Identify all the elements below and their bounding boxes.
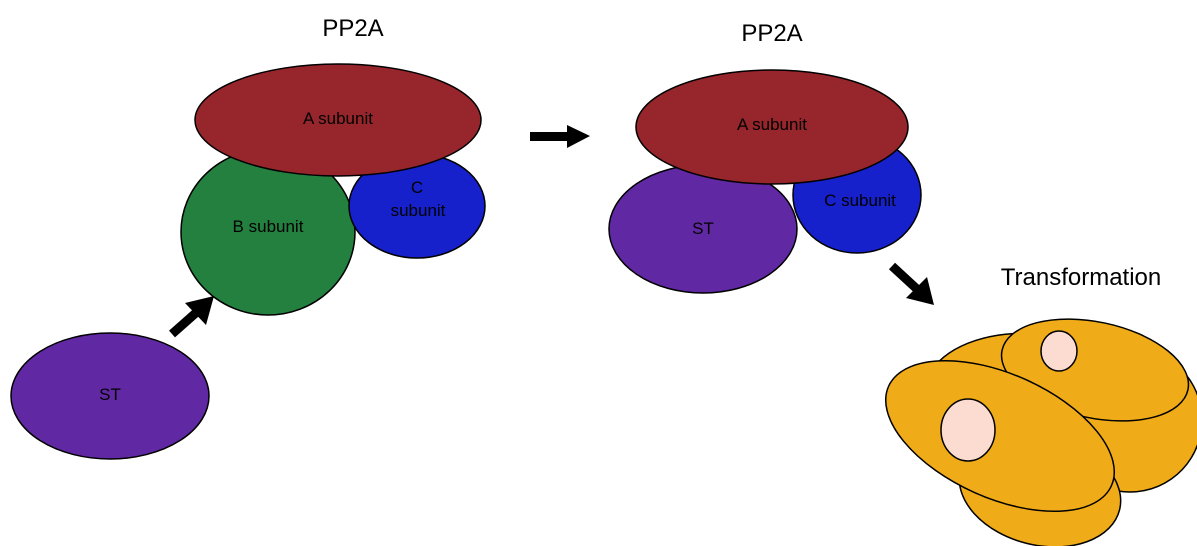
right-pp2a-title: PP2A: [741, 20, 802, 47]
left-st: [10, 332, 210, 460]
left-pp2a-title: PP2A: [322, 15, 383, 42]
nucleus-large: [940, 398, 996, 462]
right-a-subunit-label: A subunit: [737, 115, 807, 134]
transformation-arrow-head: [906, 277, 934, 305]
cell-front: [884, 359, 1116, 513]
transformation-label: Transformation: [1001, 264, 1162, 291]
transformation-arrow: [888, 262, 934, 305]
left-st-label: ST: [99, 385, 121, 404]
left-c-subunit-label-line1: C: [411, 178, 423, 197]
right-c-subunit-label: C subunit: [824, 191, 896, 210]
binding-arrow-head: [185, 296, 214, 325]
transformed-cell-cluster: [884, 318, 1197, 546]
right-a-subunit: [635, 69, 909, 185]
left-a-subunit-label: A subunit: [303, 109, 373, 128]
left-a-subunit: [194, 63, 482, 177]
binding-arrow: [169, 296, 214, 338]
left-b-subunit-label: B subunit: [233, 217, 304, 236]
nucleus-small: [1040, 330, 1078, 372]
binding-arrow-shaft: [169, 307, 201, 338]
transition-arrow-shaft: [530, 132, 570, 141]
left-c-subunit-label-line2: subunit: [391, 201, 446, 220]
transition-arrow-head: [567, 125, 590, 148]
transition-arrow: [530, 125, 590, 148]
transformation-arrow-shaft: [888, 262, 922, 294]
right-st-label: ST: [692, 219, 714, 238]
